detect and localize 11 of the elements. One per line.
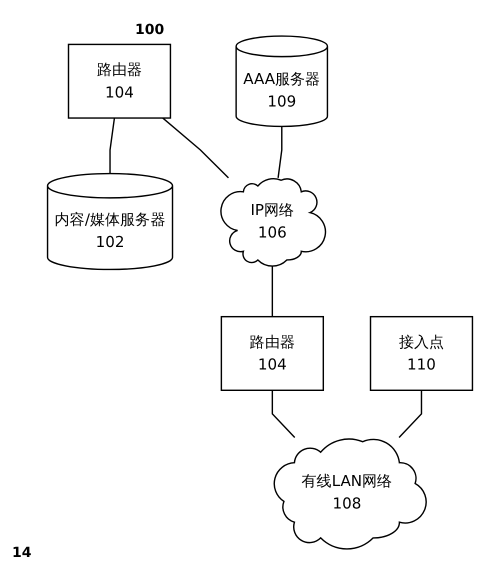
- node-box: 接入点 110: [370, 316, 474, 391]
- callout-number: 100: [135, 22, 164, 38]
- connector: [277, 126, 282, 178]
- connector: [272, 265, 274, 317]
- callout-number: 14: [12, 545, 32, 561]
- node-box: 路由器 104: [68, 44, 172, 119]
- connector: [162, 118, 229, 178]
- node-box: 路由器 104: [220, 316, 324, 391]
- connector: [272, 390, 296, 438]
- connector: [398, 390, 422, 438]
- connector: [109, 118, 116, 174]
